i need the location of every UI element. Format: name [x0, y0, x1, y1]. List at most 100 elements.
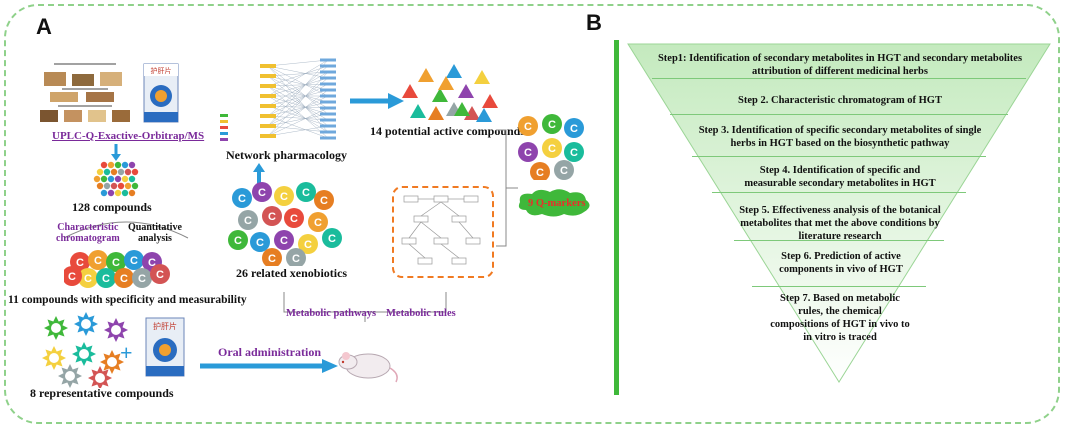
compound-letter: C [94, 255, 102, 267]
oral-arrow [200, 359, 338, 373]
step-5: Step 5. Effectiveness analysis of the bo… [739, 205, 941, 242]
compound-letter: C [238, 193, 246, 205]
compound-dot [96, 182, 104, 190]
q-marker-circle [542, 114, 562, 134]
compound-letter: C [524, 147, 532, 159]
network-legend-swatch [220, 114, 228, 117]
compound-triangle [458, 84, 474, 98]
network-node [260, 104, 276, 108]
network-target-node [320, 88, 336, 92]
compound-triangle [410, 104, 426, 118]
network-node [260, 74, 276, 78]
network-edge [267, 83, 329, 87]
compound-triangle [402, 84, 418, 98]
compound-letter: C [256, 237, 264, 249]
panel-b-letter: B [586, 10, 602, 35]
xenobiotic-circle [298, 234, 318, 254]
xenobiotic-circle [274, 230, 294, 250]
potential-14-label: 14 potential active compounds [370, 124, 526, 138]
xenobiotic-circle [232, 188, 252, 208]
xenobiotic-circle [286, 248, 306, 266]
xenobiotic-circle [228, 230, 248, 250]
compound-triangle [446, 64, 462, 78]
network-target-node [320, 82, 336, 86]
network-edge [267, 85, 329, 139]
step-3: Step 3. Identification of specific secon… [698, 125, 982, 149]
compound-dot [128, 175, 136, 183]
xenobiotic-circle [238, 210, 258, 230]
compound-dot [131, 182, 139, 190]
compound-star-center [81, 319, 91, 329]
q-marker-circle [530, 162, 550, 180]
network-edge [267, 75, 329, 91]
compound-star-center [107, 357, 117, 367]
xenobiotic-circle [274, 186, 294, 206]
svg-text:护肝片: 护肝片 [151, 66, 172, 75]
compound-dot [93, 175, 101, 183]
xenobiotic-circle [296, 182, 316, 202]
compound-triangle [432, 88, 448, 102]
network-edge [267, 59, 329, 97]
compound-dot [128, 161, 136, 169]
compound-star-center [51, 323, 61, 333]
mouse-image [338, 352, 398, 383]
compound-triangle [418, 68, 434, 82]
network-edge [267, 107, 329, 137]
compound-circle [124, 250, 144, 270]
compounds-128-label: 128 compounds [72, 200, 152, 214]
xenobiotic-circle [250, 232, 270, 252]
herb-images [34, 58, 136, 128]
q-markers-cloud [518, 189, 590, 217]
arrow-to-potential [350, 93, 404, 109]
network-edge [267, 65, 329, 87]
network-edge [267, 59, 329, 67]
compound-letter: C [280, 235, 288, 247]
network-legend-swatch [220, 126, 228, 129]
network-edge [267, 65, 329, 133]
outer-dashed-frame [4, 4, 1060, 424]
compound-letter: C [548, 143, 556, 155]
product-box-image: 护肝片 [142, 62, 180, 124]
compound-letter: C [68, 271, 76, 283]
plus-sign: + [120, 340, 133, 365]
xenobiotic-circle [308, 212, 328, 232]
compound-letter: C [102, 273, 110, 285]
network-pharmacology-label: Network pharmacology [226, 148, 347, 162]
compound-dot [100, 161, 108, 169]
network-edge [267, 95, 329, 127]
network-edge [267, 83, 329, 117]
q-marker-circle [554, 160, 574, 180]
network-edge [267, 71, 329, 137]
network-edge [267, 59, 329, 127]
compound-dot [114, 175, 122, 183]
network-edge [267, 85, 329, 103]
compound-circle [78, 268, 98, 288]
network-target-node [320, 64, 336, 68]
compound-dot [121, 189, 129, 197]
compound-circle [114, 268, 134, 288]
compound-cluster-128 [93, 161, 139, 197]
compound-letter: C [560, 165, 568, 177]
network-edge [267, 105, 329, 127]
network-node [260, 84, 276, 88]
network-node [260, 114, 276, 118]
step-divider-1 [652, 78, 1026, 79]
network-edge [267, 115, 329, 121]
compound-letter: C [290, 213, 298, 225]
compound-dot [107, 189, 115, 197]
xenobiotic-circle [262, 206, 282, 226]
q-marker-circle [518, 116, 538, 136]
network-edge [267, 125, 329, 133]
panel-a-letter: A [36, 14, 52, 39]
compound-dot [103, 182, 111, 190]
network-edge [267, 89, 329, 107]
svg-text:护肝片: 护肝片 [153, 321, 177, 331]
network-edge [267, 85, 329, 121]
xenobiotic-circle [322, 228, 342, 248]
compound-dot [100, 175, 108, 183]
compound-dot [96, 168, 104, 176]
network-edge [267, 95, 329, 133]
compound-dot [124, 182, 132, 190]
compound-dot [107, 175, 115, 183]
